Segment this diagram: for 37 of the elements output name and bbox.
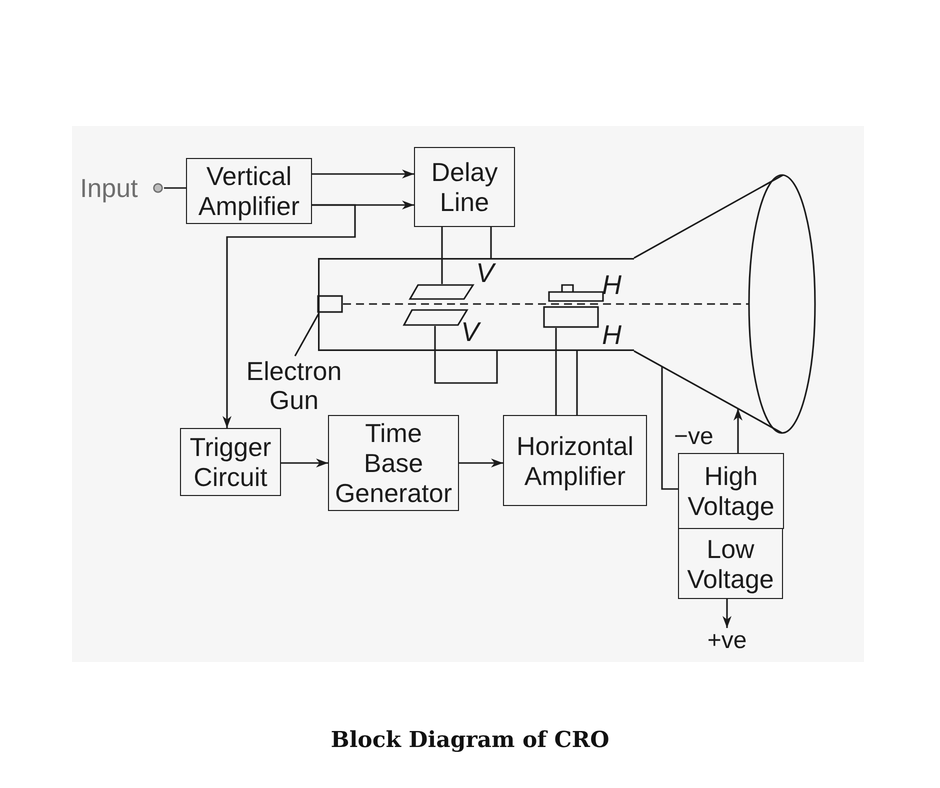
input-label: Input bbox=[80, 174, 138, 202]
arrow bbox=[722, 599, 732, 628]
arrow bbox=[734, 408, 742, 453]
block-label: High Voltage bbox=[686, 461, 776, 521]
connector-line bbox=[576, 351, 578, 415]
polarity-label: +ve bbox=[707, 628, 747, 654]
arrow bbox=[312, 170, 414, 178]
connector-line bbox=[441, 227, 443, 284]
leader-line bbox=[294, 312, 320, 356]
block-box bbox=[180, 428, 281, 496]
block-label: Delay Line bbox=[430, 157, 499, 217]
block-label: Vertical Amplifier bbox=[197, 161, 301, 221]
connector-line bbox=[555, 328, 557, 415]
arrow bbox=[222, 204, 356, 428]
block-box bbox=[678, 528, 783, 599]
block-label: Low Voltage bbox=[686, 534, 775, 594]
connector-line bbox=[661, 366, 678, 490]
arrow bbox=[281, 458, 328, 468]
caption: Block Diagram of CRO bbox=[330, 726, 610, 755]
block-box bbox=[678, 453, 784, 529]
block-box bbox=[414, 147, 515, 227]
block-box bbox=[186, 158, 312, 224]
electron-beam bbox=[343, 303, 749, 305]
connector-line bbox=[490, 227, 492, 258]
arrow bbox=[459, 458, 503, 468]
block-box bbox=[503, 415, 647, 506]
connector-line bbox=[164, 187, 186, 189]
plate-label: H bbox=[602, 322, 622, 349]
plate-label: V bbox=[461, 319, 480, 346]
block-label: Time Base Generator bbox=[334, 418, 453, 508]
block-label: Trigger Circuit bbox=[188, 432, 272, 492]
block-label: Horizontal Amplifier bbox=[515, 430, 635, 490]
polarity-label: −ve bbox=[674, 424, 714, 450]
plate-label: V bbox=[476, 260, 494, 287]
plate-label: H bbox=[602, 272, 622, 299]
part-label: Electron Gun bbox=[245, 357, 343, 415]
connector-line bbox=[434, 326, 498, 384]
